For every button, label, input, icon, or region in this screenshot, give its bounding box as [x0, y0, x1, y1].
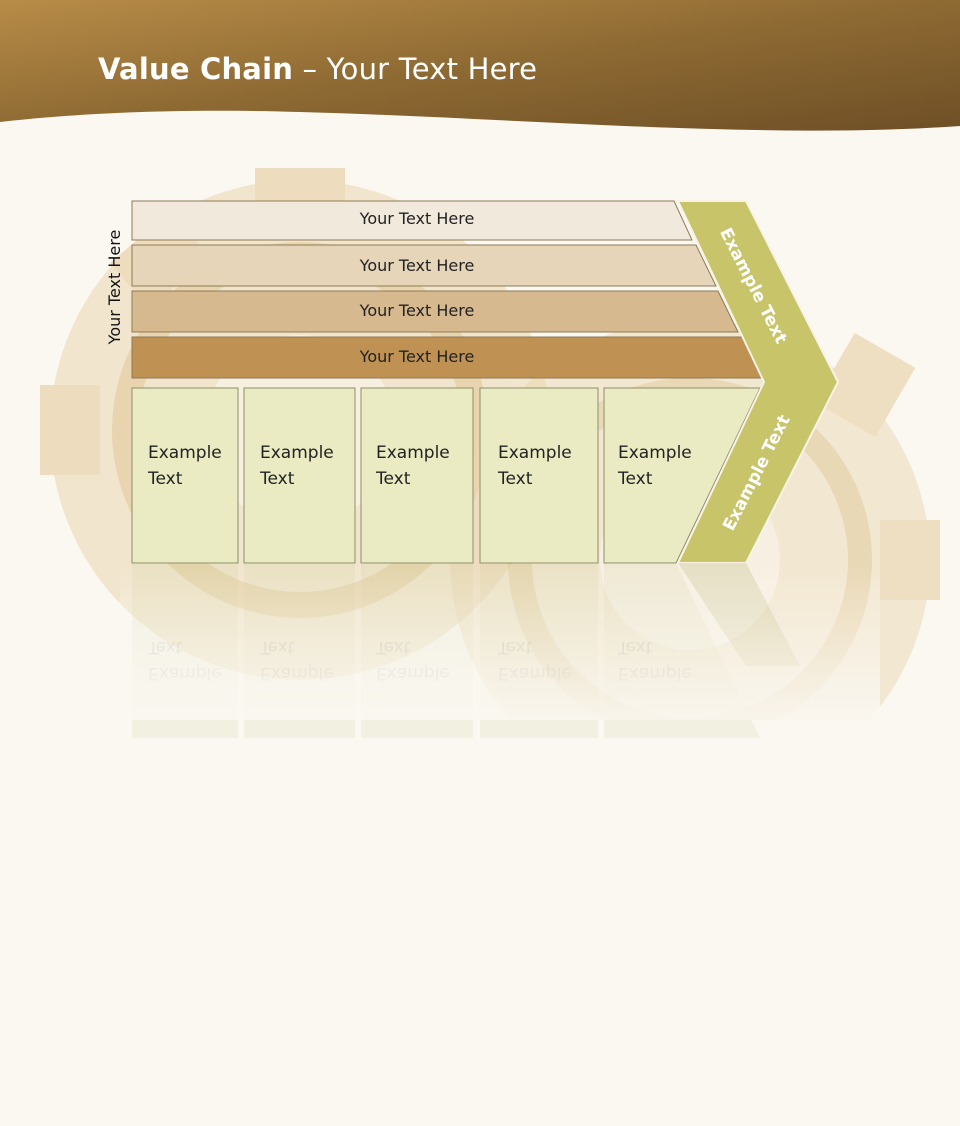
- bar-4-label: Your Text Here: [359, 347, 475, 366]
- box-1: [131, 387, 239, 564]
- box-3: [360, 387, 474, 564]
- title-rest: – Your Text Here: [293, 52, 538, 86]
- bar-1: [131, 200, 693, 241]
- box-2: [243, 387, 356, 564]
- bars: [131, 200, 763, 379]
- bar-2-label: Your Text Here: [359, 256, 475, 275]
- title-bold: Value Chain: [98, 52, 294, 86]
- header-band: [0, 0, 960, 131]
- reflection-fade: [120, 563, 880, 720]
- bar-3-label: Your Text Here: [359, 301, 475, 320]
- bar-1-label: Your Text Here: [359, 209, 475, 228]
- bar-2: [131, 244, 717, 287]
- box-4: [479, 387, 599, 564]
- slide-title: Value Chain – Your Text Here: [98, 52, 537, 86]
- side-label: Your Text Here: [105, 229, 124, 345]
- bar-3: [131, 290, 739, 333]
- boxes: [131, 387, 761, 564]
